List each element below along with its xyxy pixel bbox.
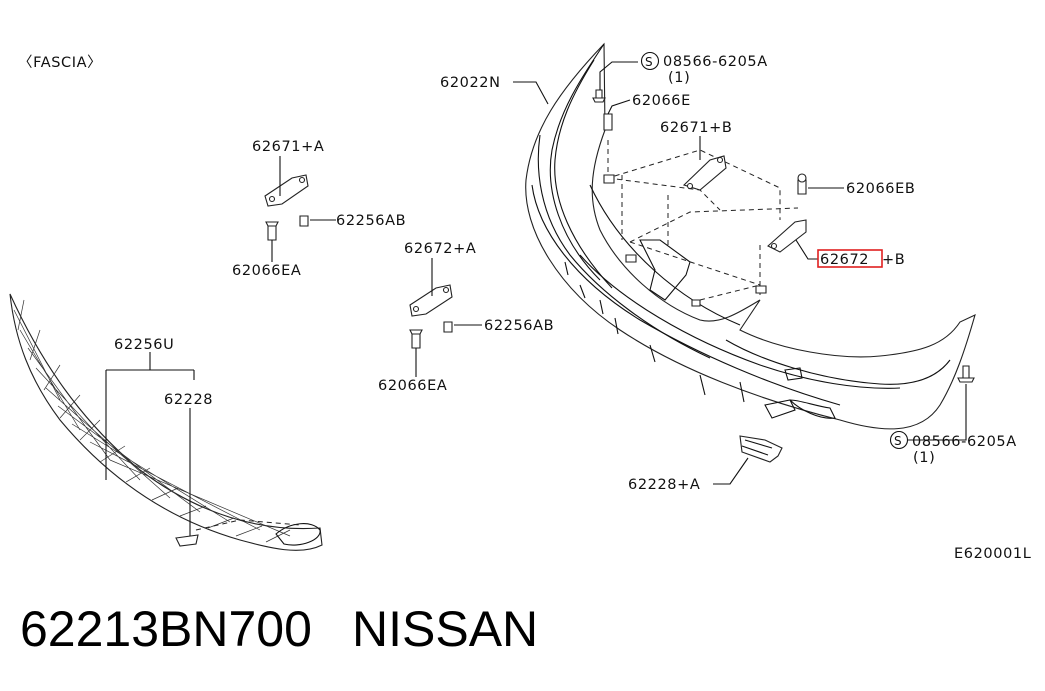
label-bolt-bottom-qty: (1) [913,450,935,466]
drawing-code: E620001L [954,546,1031,562]
bolt-bottom-symbol [889,430,909,450]
highlight-box [817,249,883,268]
caption-part-number: 62213BN700 [20,601,312,657]
label-screw-left-lower: 62256AB [484,318,554,334]
label-bolt-top-circle: S [645,55,653,69]
fascia-bumper-cover [525,42,976,430]
label-grille-a: 62228+A [628,477,700,493]
bracket-right-upper [682,155,727,191]
label-grille-assy: 62256U [114,337,174,353]
label-bracket-left-upper: 62671+A [252,139,324,155]
bracket-left-upper [264,174,309,241]
label-bolt-top-part: 08566-6205A [663,54,768,70]
label-grille: 62228 [164,392,213,408]
label-screw-left-upper: 62256AB [336,213,406,229]
label-bolt-top-qty: (1) [668,70,690,86]
label-clip-right: 62066EB [846,181,915,197]
label-bolt-bottom-part: 08566-6205A [912,434,1017,450]
fascia-fasteners [592,89,975,383]
label-bracket-right-lower-highlight: 62672 [820,252,869,268]
label-fascia-main: 62022N [440,75,501,91]
label-clip-top: 62066E [632,93,691,109]
callout-labels: 62022N S 08566-6205A (1) 62066E 62671+B … [114,51,1031,562]
label-clip-left-upper: 62066EA [232,263,301,279]
label-bracket-right-upper: 62671+B [660,120,732,136]
label-clip-left-lower: 62066EA [378,378,447,394]
bolt-top-symbol [640,51,660,71]
label-bracket-left-lower: 62672+A [404,241,476,257]
leader-lines [105,61,967,536]
mesh-grille [9,293,323,551]
section-label: 〈FASCIA〉 [18,54,102,71]
grille-insert-a [739,435,783,463]
caption-brand: NISSAN [352,601,538,657]
mounting-guide-lines [607,140,799,301]
bracket-left-lower [409,284,453,349]
bracket-right-lower [767,219,807,253]
label-bolt-bottom-circle: S [894,434,902,448]
label-bracket-right-lower-suffix: +B [882,252,905,268]
